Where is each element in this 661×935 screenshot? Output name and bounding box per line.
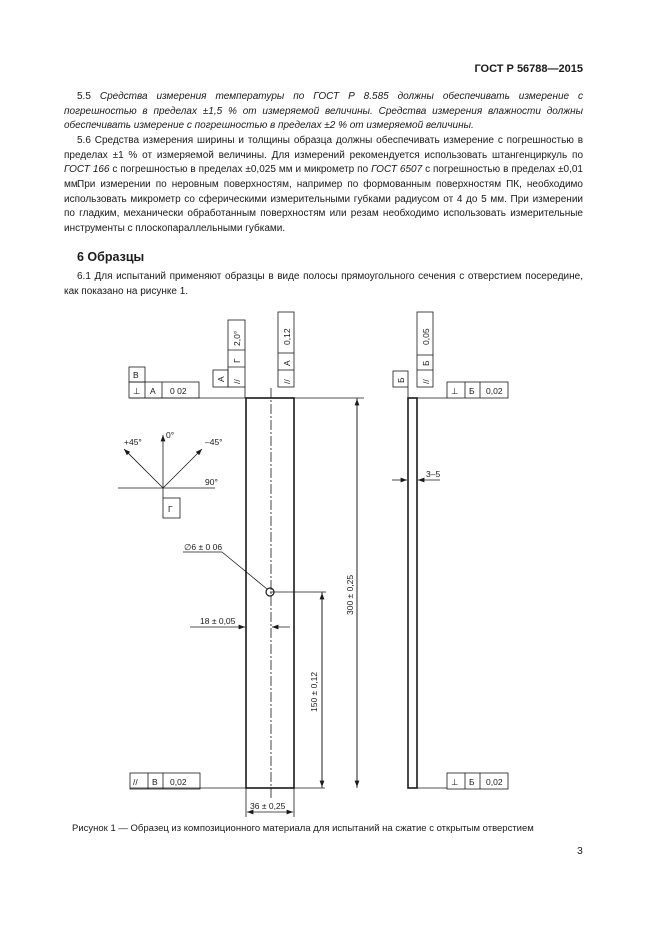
perpendicularity-symbol: ⊥ [451, 386, 459, 396]
tolerance-frame-perp-b-top: ⊥ Б 0,02 [417, 381, 509, 399]
datum-frame-a-and-angle: А 2,0° Г // [212, 319, 246, 398]
text-part: с погрешностью в пределах ±0,025 мм и ми… [109, 164, 372, 176]
document-id: ГОСТ Р 56788—2015 [474, 63, 583, 75]
reference-gost-166: ГОСТ 166 [64, 164, 110, 176]
tolerance-value: 0,02 [170, 777, 187, 787]
tolerance-value: 0,02 [486, 777, 503, 787]
datum-frame-v: В ⊥ А 0 02 [128, 366, 200, 399]
clause-text: Средства измерения температуры по ГОСТ Р… [64, 91, 584, 132]
angle-0-label: 0° [166, 430, 174, 440]
parallelism-symbol: // [421, 379, 431, 384]
dim-150-label: 150 ± 0,12 [309, 672, 319, 712]
datum-a-label: А [216, 376, 226, 382]
datum-ref: Г [232, 358, 242, 363]
tolerance-frame-parallel-a: 0,12 А // [277, 311, 295, 388]
reference-gost-6507: ГОСТ 6507 [371, 164, 423, 176]
fiber-orientation-diagram: Г 0° +45° –45° 90° [118, 430, 223, 519]
datum-ref: А [150, 386, 156, 396]
text-part: 5.6 Средства измерения ширины и толщины … [64, 135, 583, 161]
tolerance-value: 0,05 [421, 328, 431, 345]
perpendicularity-symbol: ⊥ [451, 777, 459, 787]
datum-ref: А [282, 360, 292, 366]
tolerance-frame-parallel-v: // В 0,02 [129, 772, 201, 790]
dim-300-label: 300 ± 0,25 [345, 575, 355, 615]
tolerance-frame-perp-b-bottom: ⊥ Б 0,02 [417, 772, 509, 790]
section-title: 6 Образцы [77, 250, 145, 264]
parallelism-symbol: // [282, 379, 292, 384]
thickness-dimension: 3–5 [392, 469, 440, 483]
angle-90-label: 90° [205, 477, 218, 487]
paragraph-rough-surfaces: При измерении по неровным поверхностям, … [64, 179, 583, 234]
tolerance-value: 0 02 [170, 386, 187, 396]
hole-leader [221, 551, 268, 590]
dim-thickness-label: 3–5 [426, 469, 440, 479]
datum-g-label: Г [168, 504, 173, 514]
figure-caption: Рисунок 1 — Образец из композиционного м… [72, 823, 534, 834]
tolerance-value: 2,0° [232, 331, 242, 346]
datum-frame-b: Б [392, 370, 409, 398]
tolerance-frame-parallel-b: 0,05 Б // [416, 311, 434, 388]
datum-ref: Б [469, 777, 475, 787]
paragraph-6-1: 6.1 Для испытаний применяют образцы в ви… [64, 271, 583, 297]
page-number: 3 [577, 845, 583, 857]
text-part: с погрешностью в пределах ±0,01 мм. [64, 164, 583, 190]
hole-dim-label: ∅6 ± 0 06 [184, 542, 222, 552]
datum-v-label: В [133, 370, 139, 380]
paragraph-5-6: 5.6 Средства измерения ширины и толщины … [64, 134, 583, 192]
specimen-front-view [245, 397, 295, 789]
perpendicularity-symbol: ⊥ [133, 386, 141, 396]
tolerance-value: 0,02 [486, 386, 503, 396]
parallelism-symbol: // [232, 379, 242, 384]
paragraph-5-5: 5.5 Средства измерения температуры по ГО… [64, 90, 583, 134]
datum-b-label: Б [396, 377, 406, 383]
clause-number: 5.5 [77, 91, 91, 102]
angle-plus45-label: +45° [124, 437, 142, 447]
datum-ref: Б [421, 360, 431, 366]
datum-ref: Б [469, 386, 475, 396]
datum-ref: В [152, 777, 158, 787]
dim-18-label: 18 ± 0,05 [200, 616, 236, 626]
angle-minus45-label: –45° [205, 437, 223, 447]
specimen-side-view [407, 397, 418, 789]
dim-36-label: 36 ± 0,25 [250, 801, 286, 811]
tolerance-value: 0,12 [282, 328, 292, 345]
parallelism-symbol: // [133, 777, 138, 787]
